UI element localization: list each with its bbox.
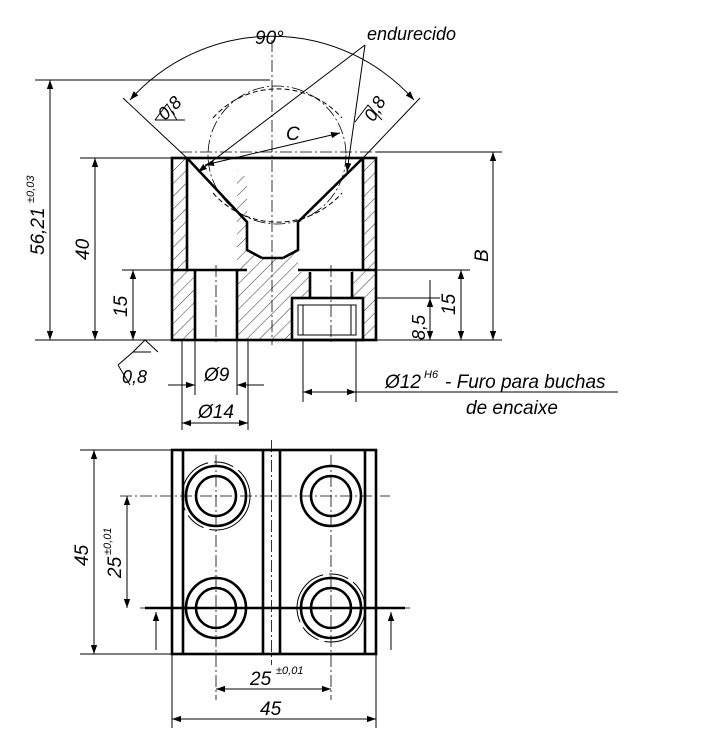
angle-dimension: 90° — [122, 28, 421, 159]
plan-25-vertical-tol: ±0,01 — [102, 528, 114, 555]
bore-note-line1: - Furo para buchas — [445, 372, 606, 393]
height-40-label: 40 — [73, 238, 94, 260]
c-dimension: C — [204, 124, 341, 166]
dia-12-label: Ø12 — [384, 372, 421, 393]
height-15-right-label: 15 — [439, 293, 460, 315]
depth-8-5-label: 8,5 — [409, 314, 429, 340]
svg-text:0,8: 0,8 — [360, 93, 390, 125]
roughness-left: 0,8 — [154, 92, 186, 124]
section-view: 90° 0,8 0,8 endurecido C — [25, 24, 618, 430]
svg-text:0,8: 0,8 — [154, 92, 186, 124]
height-dimensions-left: 56,21 ±0,03 40 15 — [25, 79, 270, 341]
dia-9-label: Ø9 — [203, 365, 230, 386]
hardened-note: endurecido — [197, 24, 456, 173]
c-label: C — [286, 124, 300, 145]
height-dimensions-right: B 15 8,5 — [376, 151, 502, 341]
dia-12-fit: H6 — [424, 369, 439, 381]
diameter-dimensions-left: Ø9 Ø14 — [168, 340, 264, 430]
angle-label: 90° — [255, 28, 284, 49]
height-15-left-label: 15 — [111, 295, 132, 317]
hardened-label: endurecido — [367, 24, 456, 44]
height-total-tol: ±0,03 — [25, 175, 37, 203]
plan-25-vertical-label: 25 — [105, 556, 126, 579]
section-hatching — [172, 158, 376, 340]
roughness-bottom: 0,8 — [117, 339, 159, 387]
dia-14-label: Ø14 — [197, 402, 234, 423]
plan-45-vertical-label: 45 — [72, 544, 93, 566]
height-total-label: 56,21 — [28, 207, 49, 255]
plan-view: 45 25 ±0,01 25 ±0,01 45 — [72, 440, 410, 728]
plan-dimensions: 45 25 ±0,01 25 ±0,01 45 — [72, 449, 377, 728]
plan-25-horizontal-tol: ±0,01 — [276, 665, 303, 677]
b-label: B — [472, 249, 493, 262]
plan-outline — [170, 448, 378, 656]
section-cut-line — [145, 606, 405, 650]
plan-25-horizontal-label: 25 — [249, 669, 272, 690]
bore-note-line2: de encaixe — [466, 398, 558, 419]
plan-45-horizontal-label: 45 — [260, 699, 282, 720]
roughness-bottom-label: 0,8 — [122, 367, 147, 387]
roughness-right: 0,8 — [354, 93, 390, 125]
diameter-dimension-right: Ø12 H6 - Furo para buchas de encaixe — [302, 340, 618, 419]
